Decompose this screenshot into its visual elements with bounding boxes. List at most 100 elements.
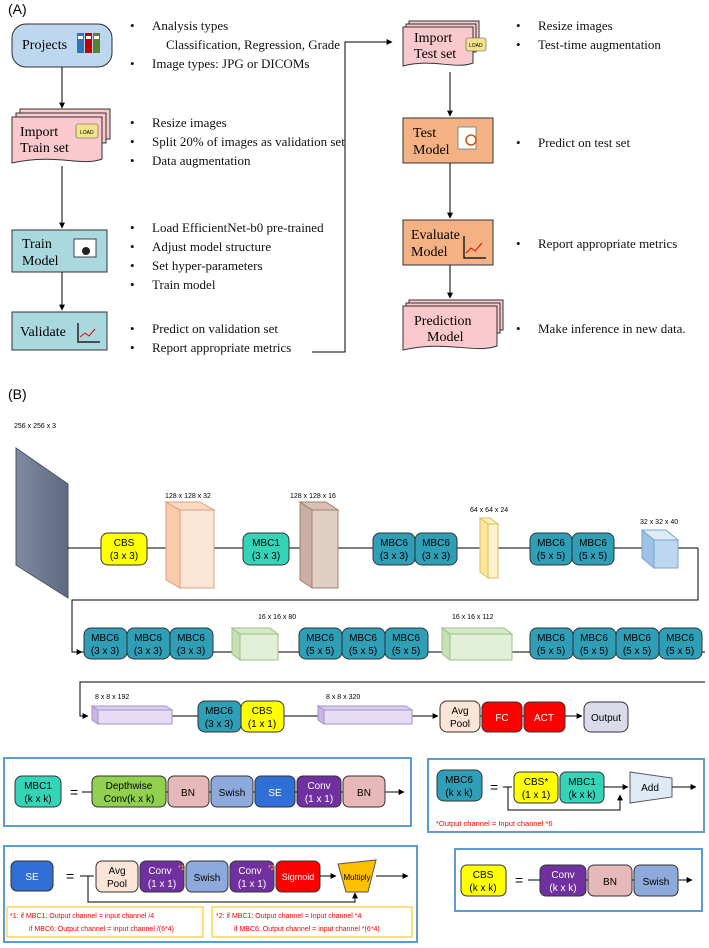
svg-text:(3 x 3): (3 x 3) xyxy=(177,646,205,657)
cbs-block: CBS (3 x 3) xyxy=(100,532,148,566)
line-chart-icon xyxy=(463,236,486,259)
svg-text:(3 x 3): (3 x 3) xyxy=(205,719,233,730)
test-model-bullets: •Predict on test set xyxy=(516,133,706,152)
svg-text:BN: BN xyxy=(181,788,195,799)
svg-text:(5 x 5): (5 x 5) xyxy=(349,646,377,657)
feature-map xyxy=(640,528,680,570)
svg-text:(1 x 1): (1 x 1) xyxy=(238,879,266,890)
train-model-box: Train Model xyxy=(11,229,108,273)
svg-text:Import: Import xyxy=(20,125,58,140)
fc-block: FC xyxy=(481,701,523,733)
svg-text:Avg: Avg xyxy=(108,866,125,877)
se-legend: SE = Avg Pool Conv *1 (1 x 1) Swish Conv… xyxy=(3,845,418,943)
svg-text:(k x k): (k x k) xyxy=(24,794,51,805)
svg-text:Conv: Conv xyxy=(238,866,261,877)
mbc6-block: MBC6 (5 x 5) xyxy=(571,532,615,566)
svg-text:*Output channel = Input channe: *Output channel = Input channel *6 xyxy=(436,819,553,828)
svg-text:CBS: CBS xyxy=(473,870,494,881)
dim-label: 32 x 32 x 40 xyxy=(640,519,678,526)
bullet-item: •Load EfficientNet-b0 pre-trained xyxy=(130,220,324,235)
svg-text:MBC6: MBC6 xyxy=(134,633,162,644)
svg-text:(1 x 1): (1 x 1) xyxy=(248,719,276,730)
mbc6-block: MBC6 (3 x 3) xyxy=(197,700,242,733)
svg-text:Multiply: Multiply xyxy=(343,873,370,882)
evaluate-model-bullets: •Report appropriate metrics xyxy=(516,234,706,253)
svg-text:MBC6: MBC6 xyxy=(349,633,377,644)
svg-text:=: = xyxy=(515,872,523,888)
bullet-item: •Resize images xyxy=(516,18,613,33)
bullet-item: •Train model xyxy=(130,277,216,292)
svg-text:Model: Model xyxy=(427,330,464,345)
validate-bullets: •Predict on validation set •Report appro… xyxy=(130,319,330,357)
svg-text:MBC6: MBC6 xyxy=(580,633,608,644)
svg-text:(3 x 3): (3 x 3) xyxy=(422,551,450,562)
test-model-box: Test Model xyxy=(402,117,494,164)
prediction-model-box: Prediction Model xyxy=(402,299,504,351)
svg-text:(k x k): (k x k) xyxy=(568,790,595,801)
binder-icon xyxy=(77,33,100,53)
svg-text:*2: *2 xyxy=(268,865,275,872)
mbc6-block: MBC6 (5 x 5) xyxy=(529,532,573,566)
mbc6-block: MBC6 (5 x 5) xyxy=(572,627,617,660)
cbs-block: CBS (1 x 1) xyxy=(240,700,285,733)
svg-text:Avg: Avg xyxy=(451,706,468,717)
mbc6-legend: MBC6 (k x k) = CBS* (1 x 1) MBC1 (k x k)… xyxy=(427,758,705,833)
svg-text:(3 x 3): (3 x 3) xyxy=(110,551,138,562)
svg-text:CBS: CBS xyxy=(252,706,273,717)
svg-text:Output: Output xyxy=(591,713,621,724)
load-icon: LOAD xyxy=(75,123,99,139)
svg-text:MBC6: MBC6 xyxy=(392,633,420,644)
avgpool-block: Avg Pool xyxy=(439,700,481,733)
svg-text:(5 x 5): (5 x 5) xyxy=(666,646,694,657)
line-chart-icon xyxy=(77,323,100,343)
projects-bullets: •Analysis types Classification, Regressi… xyxy=(130,16,390,73)
bullet-item: •Analysis types xyxy=(130,18,229,33)
evaluate-model-box: Evaluate Model xyxy=(402,219,494,266)
mbc6-block: MBC6 (3 x 3) xyxy=(83,627,128,660)
svg-text:Conv: Conv xyxy=(148,866,171,877)
svg-text:(5 x 5): (5 x 5) xyxy=(623,646,651,657)
mbc6-block: MBC6 (5 x 5) xyxy=(658,627,703,660)
svg-text:MBC6: MBC6 xyxy=(537,538,565,549)
svg-text:Evaluate: Evaluate xyxy=(411,228,460,243)
svg-text:Conv(k x k): Conv(k x k) xyxy=(104,794,155,805)
mbc6-block: MBC6 (5 x 5) xyxy=(529,627,574,660)
svg-text:Swish: Swish xyxy=(643,877,670,888)
svg-text:Validate: Validate xyxy=(20,325,66,340)
svg-text:Train set: Train set xyxy=(20,141,69,156)
mbc6-block: MBC6 (5 x 5) xyxy=(298,627,343,660)
svg-text:*1: *1 xyxy=(178,865,185,872)
dim-label: 256 x 256 x 3 xyxy=(14,423,56,430)
svg-text:Pool: Pool xyxy=(107,879,127,890)
svg-text:Depthwise: Depthwise xyxy=(106,781,153,792)
svg-text:*2: if MBC1: Output channel =: *2: if MBC1: Output channel = Input chan… xyxy=(216,913,361,920)
svg-text:Swish: Swish xyxy=(219,788,246,799)
import-test-box: Import Test set LOAD xyxy=(402,20,487,67)
bullet-item: •Make inference in new data. xyxy=(516,321,686,336)
dim-label: 128 x 128 x 16 xyxy=(290,493,336,500)
svg-text:CBS*: CBS* xyxy=(524,777,549,788)
projects-box: Projects xyxy=(11,23,113,68)
svg-text:LOAD: LOAD xyxy=(80,130,94,136)
feature-map xyxy=(440,627,514,661)
mbc6-block: MBC6 (3 x 3) xyxy=(126,627,171,660)
svg-text:=: = xyxy=(70,784,78,800)
svg-text:(5 x 5): (5 x 5) xyxy=(537,646,565,657)
svg-text:SE: SE xyxy=(25,872,39,883)
bullet-item: Classification, Regression, Grade xyxy=(166,37,341,52)
svg-text:Test set: Test set xyxy=(414,47,456,62)
dim-label: 16 x 16 x 80 xyxy=(258,614,296,621)
svg-text:MBC6: MBC6 xyxy=(537,633,565,644)
svg-text:MBC1: MBC1 xyxy=(568,777,596,788)
bullet-item: •Report appropriate metrics xyxy=(130,340,292,355)
svg-text:Projects: Projects xyxy=(22,38,67,53)
mbc1-block: MBC1 (3 x 3) xyxy=(242,532,290,566)
svg-text:*1: if MBC1: Output channel =: *1: if MBC1: Output channel = input chan… xyxy=(10,913,154,920)
svg-text:=: = xyxy=(66,868,74,884)
feature-map xyxy=(164,501,216,589)
touch-screen-icon xyxy=(73,238,97,258)
svg-text:(k x k): (k x k) xyxy=(445,788,472,799)
bullet-item: •Split 20% of images as validation set xyxy=(130,134,345,149)
cbs-legend: CBS (k x k) = Conv (k x k) BN Swish xyxy=(454,848,703,912)
